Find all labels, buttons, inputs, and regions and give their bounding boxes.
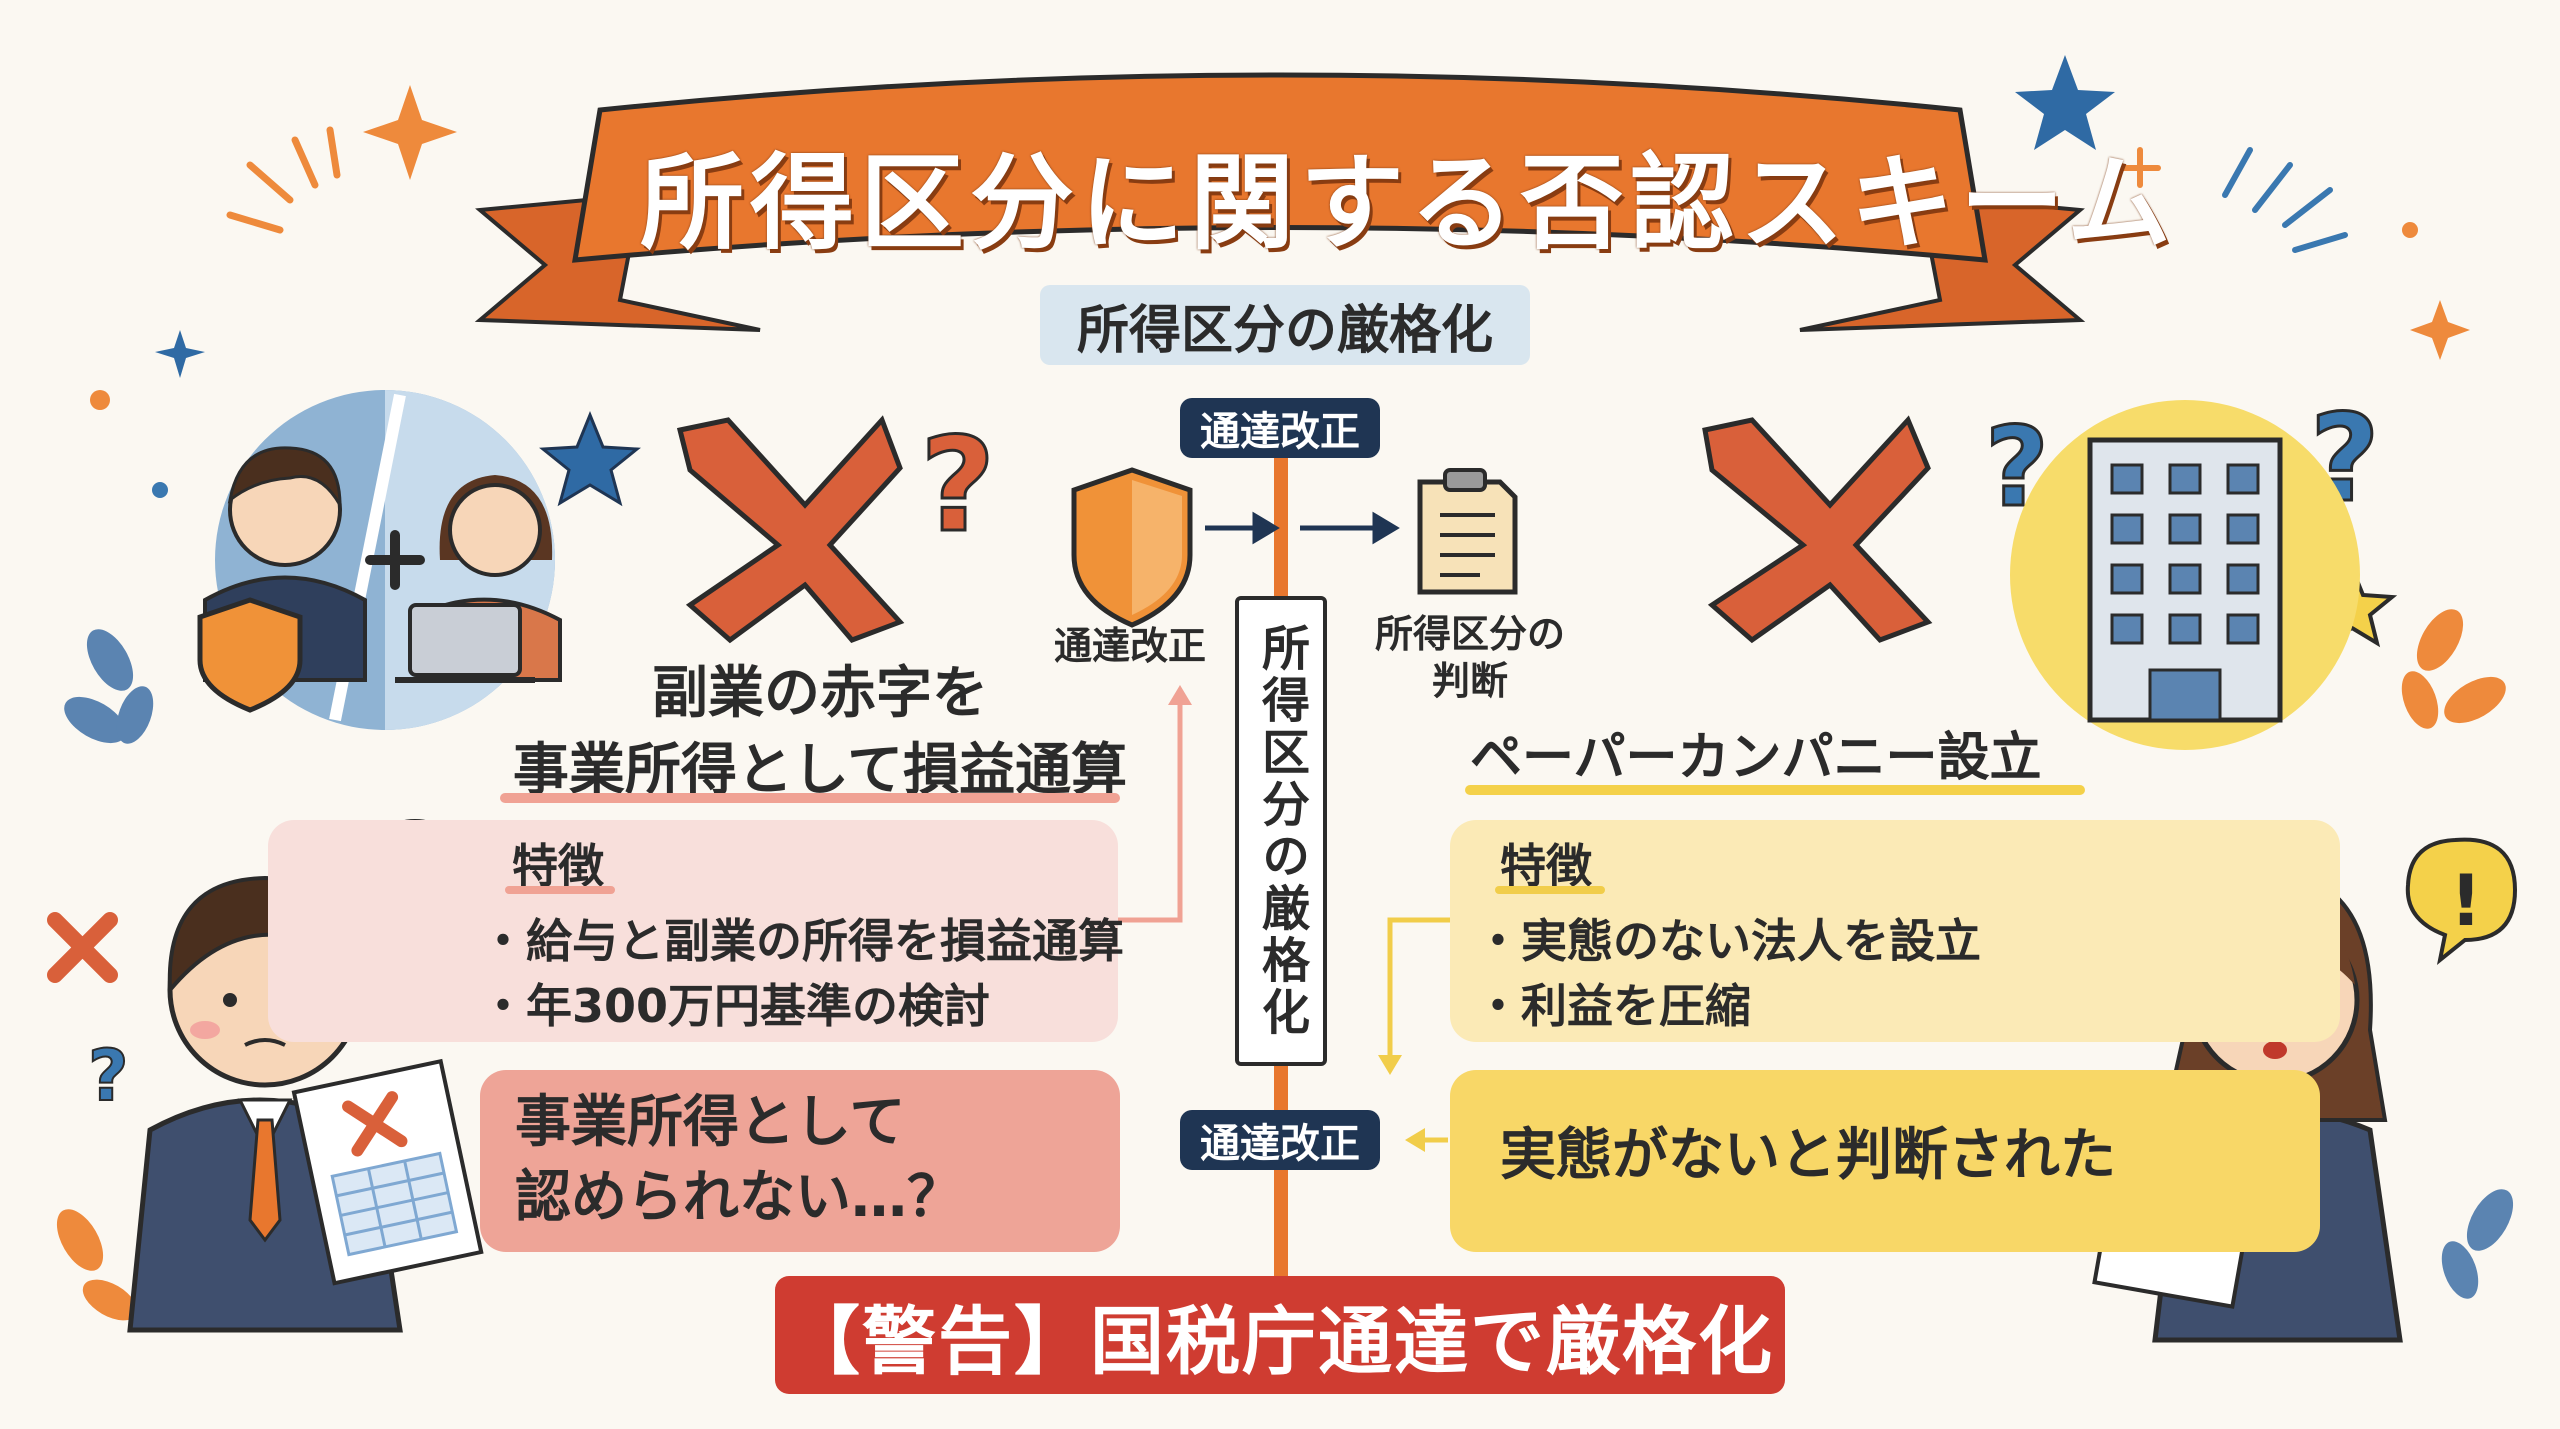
svg-text:!: ! xyxy=(2450,860,2482,942)
right-connector-arrow xyxy=(1387,917,1450,1143)
exclamation-bubble-icon: ! xyxy=(2405,837,2518,965)
right-feature-item: ・実態のない法人を設立 xyxy=(1475,914,1981,968)
burst-lines-right xyxy=(2222,147,2348,253)
left-feature-title-underline xyxy=(505,886,615,894)
title-ribbon xyxy=(474,72,2086,332)
subtitle-chip: 所得区分の厳格化 xyxy=(1040,285,1530,365)
left-feature-item: ・年300万円基準の検討 xyxy=(480,979,991,1033)
doc-label-line1: 所得区分の xyxy=(1374,612,1565,656)
sparkle-icon xyxy=(363,85,2470,360)
burst-lines-left xyxy=(226,126,341,234)
shield-icon xyxy=(1071,467,1193,628)
cross-icon-right xyxy=(1702,415,1933,644)
left-result-line1: 事業所得として xyxy=(515,1090,906,1155)
right-result: 実態がないと判断された xyxy=(1500,1123,2116,1188)
clipboard-icon xyxy=(1417,468,1518,595)
left-heading-line1: 副業の赤字を xyxy=(652,661,988,726)
left-result-panel xyxy=(480,1070,1120,1252)
svg-text:?: ? xyxy=(88,1035,129,1117)
right-feature-title: 特徴 xyxy=(1500,839,1592,893)
doc-label-line2: 判断 xyxy=(1431,659,1508,703)
left-result-line2: 認められない…？ xyxy=(515,1165,963,1230)
right-heading-underline xyxy=(1465,785,2085,795)
shield-label: 通達改正 xyxy=(1053,624,1206,668)
page-title: 所得区分に関する否認スキーム xyxy=(640,142,2177,264)
building-illustration xyxy=(2010,400,2360,750)
right-result-panel xyxy=(1450,1070,2320,1252)
vertical-label-box: 所得区分の厳格化 xyxy=(1235,596,1327,1066)
left-feature-title: 特徴 xyxy=(512,839,604,893)
couple-illustration xyxy=(197,390,562,730)
top-revision-badge: 通達改正 xyxy=(1180,398,1380,458)
right-feature-panel xyxy=(1450,820,2340,1042)
left-feature-panel xyxy=(268,820,1118,1042)
right-feature-item: ・利益を圧縮 xyxy=(1475,979,1751,1033)
arrow-right-icon xyxy=(1205,511,1400,545)
left-heading-underline xyxy=(500,793,1120,803)
leaf-icon xyxy=(64,629,2514,1299)
right-heading: ペーパーカンパニー設立 xyxy=(1470,728,2042,788)
left-feature-item: ・給与と副業の所得を損益通算 xyxy=(480,914,1124,968)
left-heading-line2: 事業所得として損益通算 xyxy=(512,738,1128,803)
bottom-revision-badge: 通達改正 xyxy=(1180,1110,1380,1170)
leaf-icon-orange xyxy=(56,609,2506,1321)
vertical-label: 所得区分の厳格化 xyxy=(1253,623,1309,1039)
cross-icon-left xyxy=(676,415,905,644)
right-feature-title-underline xyxy=(1495,886,1605,894)
left-connector-arrow xyxy=(1118,700,1183,923)
warning-banner: 【警告】国税庁通達で厳格化 xyxy=(775,1276,1785,1394)
svg-text:?: ? xyxy=(920,409,995,561)
